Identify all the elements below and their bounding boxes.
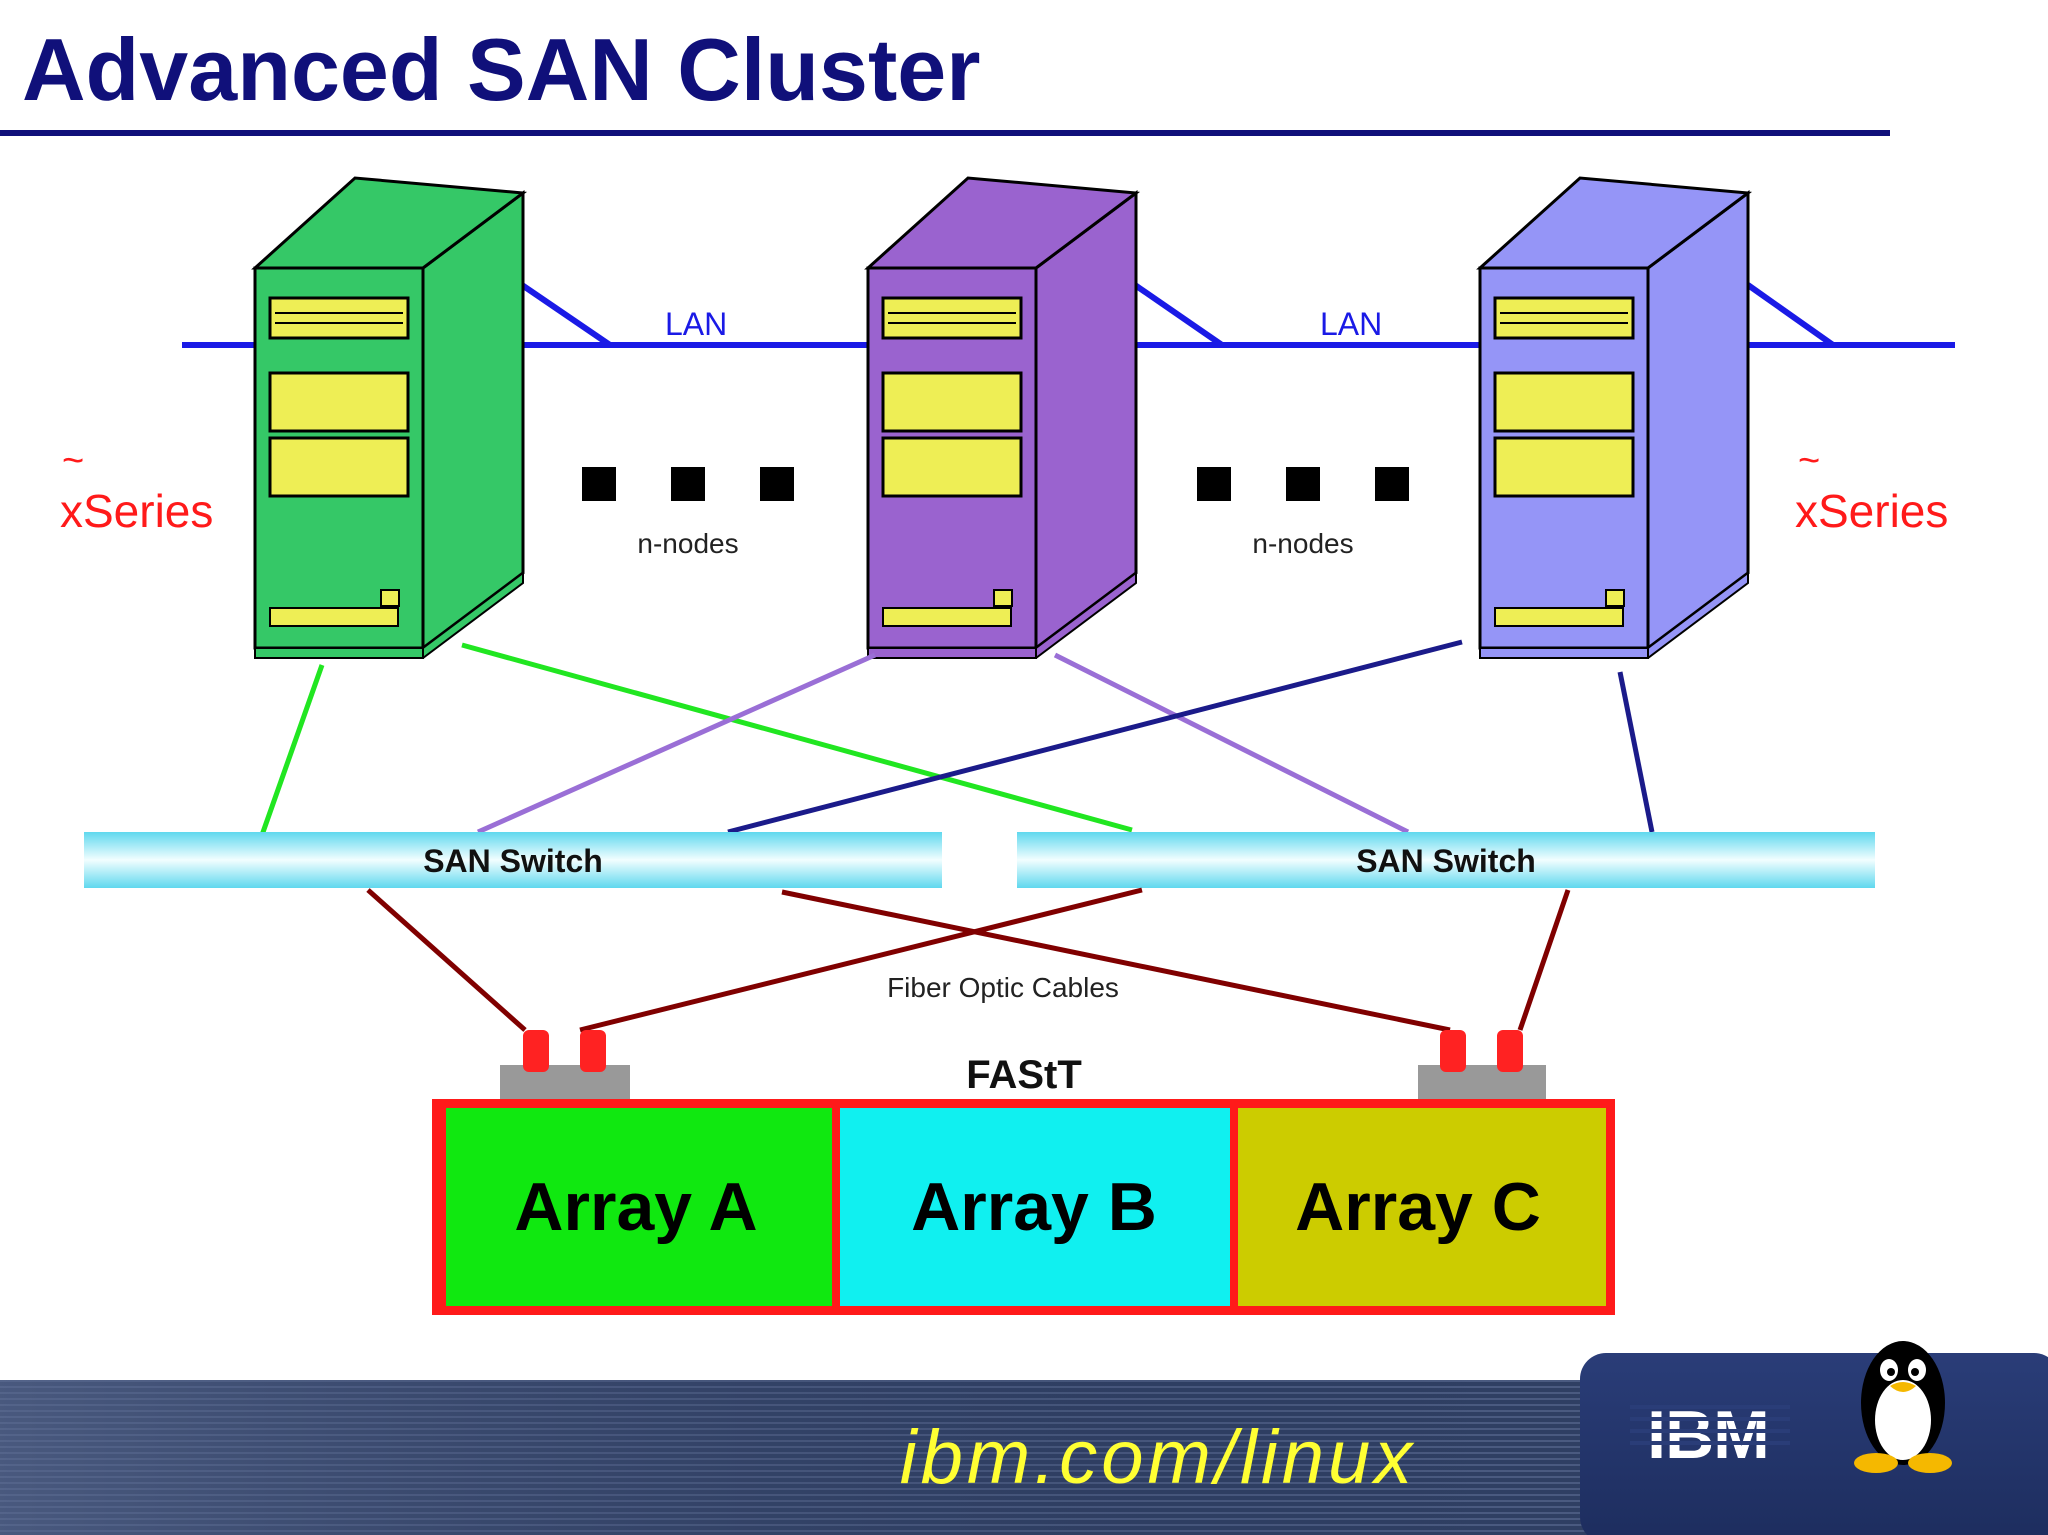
server-base-front bbox=[867, 647, 1037, 659]
fastt-storage: Array A Array B Array C bbox=[432, 1099, 1615, 1315]
server-side-panel bbox=[1646, 190, 1750, 651]
server-switch-cables bbox=[259, 639, 1655, 836]
server-power-led bbox=[380, 589, 400, 607]
server-top-bay bbox=[1493, 296, 1635, 340]
server-top-bay bbox=[881, 296, 1023, 340]
ellipsis-dots-1 bbox=[582, 467, 794, 501]
server-bottom-slot bbox=[1494, 607, 1624, 627]
server-purple bbox=[864, 176, 1141, 660]
server-base-front bbox=[1479, 647, 1649, 659]
server-top-bay bbox=[268, 296, 410, 340]
fiber-optic-label: Fiber Optic Cables bbox=[887, 972, 1119, 1003]
xseries-tilde-left: ~ bbox=[62, 440, 84, 482]
xseries-label-left: xSeries bbox=[60, 485, 213, 537]
xseries-tilde-right: ~ bbox=[1798, 440, 1820, 482]
server-bottom-slot bbox=[269, 607, 399, 627]
server-drive-bay-2 bbox=[1493, 436, 1635, 498]
connector-left bbox=[500, 1030, 630, 1100]
server-bottom-slot bbox=[882, 607, 1012, 627]
san-switch-label-right: SAN Switch bbox=[1356, 843, 1536, 879]
array-c-label: Array C bbox=[1295, 1169, 1541, 1245]
title-underline bbox=[0, 130, 1890, 136]
tux-penguin-icon bbox=[1854, 1341, 1952, 1473]
server-drive-bay-1 bbox=[881, 371, 1023, 433]
lan-label-2: LAN bbox=[1320, 306, 1382, 342]
ellipsis-dots-2 bbox=[1197, 467, 1409, 501]
ibm-logo-stripes bbox=[1630, 1405, 1790, 1445]
n-nodes-label-1: n-nodes bbox=[637, 528, 738, 559]
server-drive-bay-2 bbox=[268, 436, 410, 498]
server-side-panel bbox=[421, 190, 525, 651]
san-switch-left: SAN Switch bbox=[84, 832, 942, 888]
xseries-label-right: xSeries bbox=[1795, 485, 1948, 537]
fiber-optic-cables bbox=[366, 887, 1571, 1033]
array-b-label: Array B bbox=[911, 1169, 1157, 1245]
page-title: Advanced SAN Cluster bbox=[22, 20, 980, 119]
server-blue bbox=[1476, 176, 1753, 660]
server-green bbox=[251, 176, 528, 660]
footer-url[interactable]: ibm.com/linux bbox=[900, 1415, 1417, 1500]
server-side-panel bbox=[1034, 190, 1138, 651]
array-c-box bbox=[1238, 1108, 1606, 1306]
server-group bbox=[251, 176, 1753, 660]
server-power-led bbox=[993, 589, 1013, 607]
san-switch-label-left: SAN Switch bbox=[423, 843, 603, 879]
ibm-logo: IBM bbox=[1647, 1397, 1769, 1473]
array-a-box bbox=[446, 1108, 832, 1306]
server-power-led bbox=[1605, 589, 1625, 607]
array-b-box bbox=[840, 1108, 1230, 1306]
connector-right bbox=[1418, 1030, 1546, 1100]
server-drive-bay-2 bbox=[881, 436, 1023, 498]
array-a-label: Array A bbox=[514, 1169, 757, 1245]
lan-label-1: LAN bbox=[665, 306, 727, 342]
n-nodes-label-2: n-nodes bbox=[1252, 528, 1353, 559]
footer-banner: ibm.com/linux IBM bbox=[0, 1341, 2048, 1535]
server-base-front bbox=[254, 647, 424, 659]
san-switch-right: SAN Switch bbox=[1017, 832, 1875, 888]
storage-name: FAStT bbox=[966, 1053, 1082, 1097]
server-drive-bay-1 bbox=[1493, 371, 1635, 433]
server-drive-bay-1 bbox=[268, 371, 410, 433]
